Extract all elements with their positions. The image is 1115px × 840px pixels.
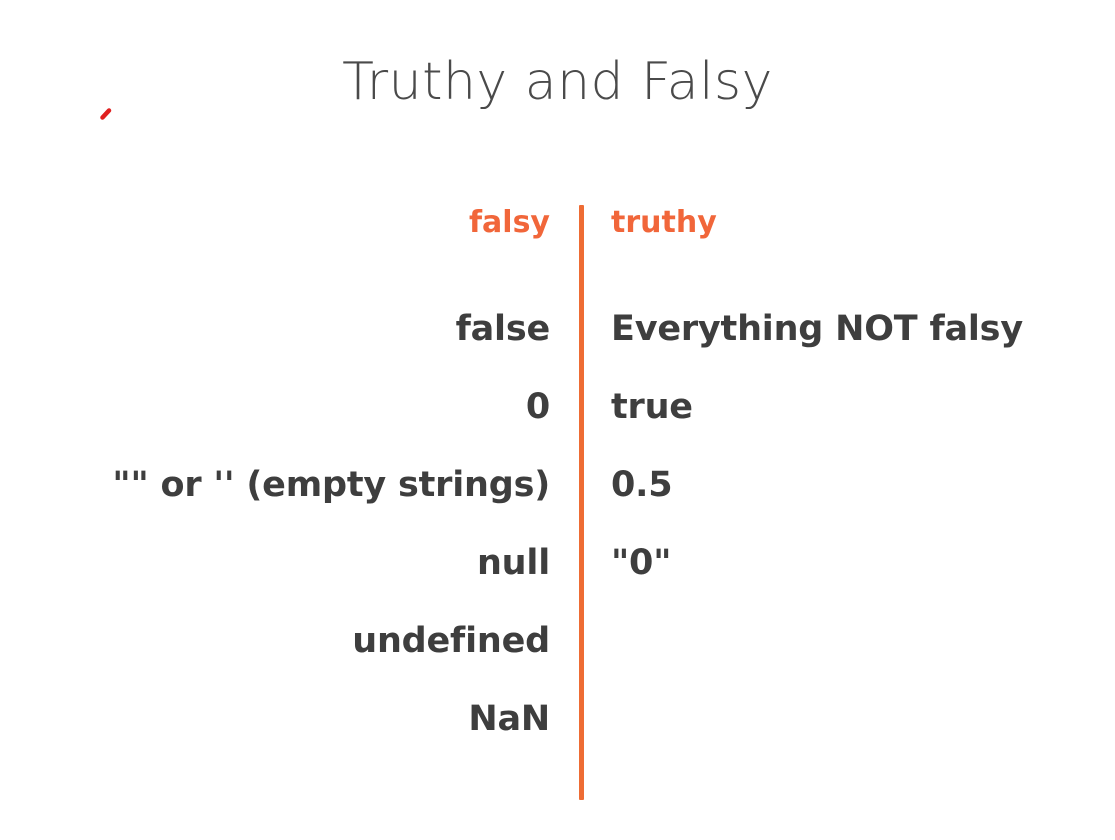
falsy-list: false 0 "" or '' (empty strings) null un… [0,301,550,769]
list-item: "" or '' (empty strings) [112,465,550,505]
truthy-falsy-table: falsy false 0 "" or '' (empty strings) n… [0,198,1115,808]
truthy-list: Everything NOT falsy true 0.5 "0" [611,301,1115,613]
list-item: NaN [468,699,550,739]
list-item: false [455,309,551,349]
list-item: 0.5 [611,465,673,505]
page-title: Truthy and Falsy [342,52,773,112]
list-item: true [611,387,693,427]
list-item: 0 [525,387,550,427]
truthy-column-header: truthy [611,205,717,240]
falsy-column: falsy false 0 "" or '' (empty strings) n… [0,198,550,769]
column-divider [579,205,584,800]
list-item: null [476,543,550,583]
truthy-column: truthy Everything NOT falsy true 0.5 "0" [611,198,1115,613]
list-item: "0" [611,543,672,583]
falsy-column-header: falsy [469,205,550,240]
list-item: Everything NOT falsy [611,309,1023,349]
list-item: undefined [352,621,550,661]
